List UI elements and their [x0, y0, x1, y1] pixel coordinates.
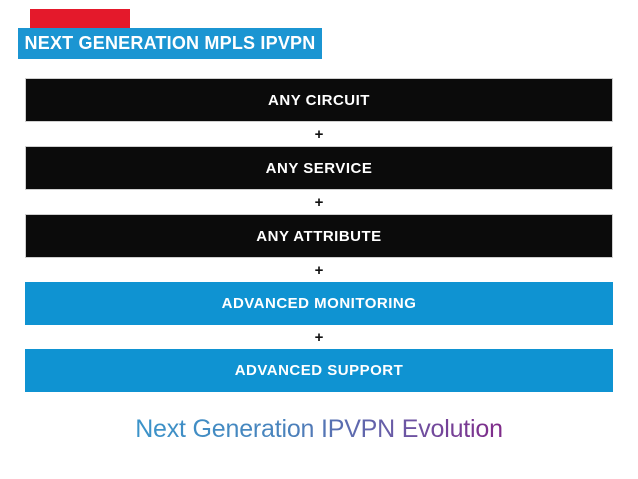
bar-label: ANY SERVICE: [265, 159, 373, 177]
plus-sign: +: [314, 328, 324, 346]
plus-separator: +: [25, 325, 613, 349]
plus-sign: +: [314, 261, 324, 279]
top-red-strip: [30, 9, 130, 28]
slide-title-label: NEXT GENERATION MPLS IPVPN: [18, 28, 322, 59]
plus-separator: +: [25, 258, 613, 282]
plus-separator: +: [25, 190, 613, 214]
stack-bar-advanced-support: ADVANCED SUPPORT: [25, 349, 613, 392]
bar-label: ADVANCED MONITORING: [221, 295, 417, 312]
bar-label: ADVANCED SUPPORT: [234, 362, 404, 379]
bottom-gradient-title: Next Generation IPVPN Evolution: [0, 415, 638, 444]
plus-separator: +: [25, 122, 613, 146]
bar-label: ANY ATTRIBUTE: [256, 227, 382, 245]
stack-bar-advanced-monitoring: ADVANCED MONITORING: [25, 282, 613, 325]
stack-bar-any-attribute: ANY ATTRIBUTE: [25, 214, 613, 258]
bar-label: ANY CIRCUIT: [268, 91, 370, 109]
plus-sign: +: [314, 125, 324, 143]
stack-bar-any-service: ANY SERVICE: [25, 146, 613, 190]
plus-sign: +: [314, 193, 324, 211]
stack-bar-any-circuit: ANY CIRCUIT: [25, 78, 613, 122]
service-stack: ANY CIRCUIT + ANY SERVICE + ANY ATTRIBUT…: [25, 78, 613, 392]
